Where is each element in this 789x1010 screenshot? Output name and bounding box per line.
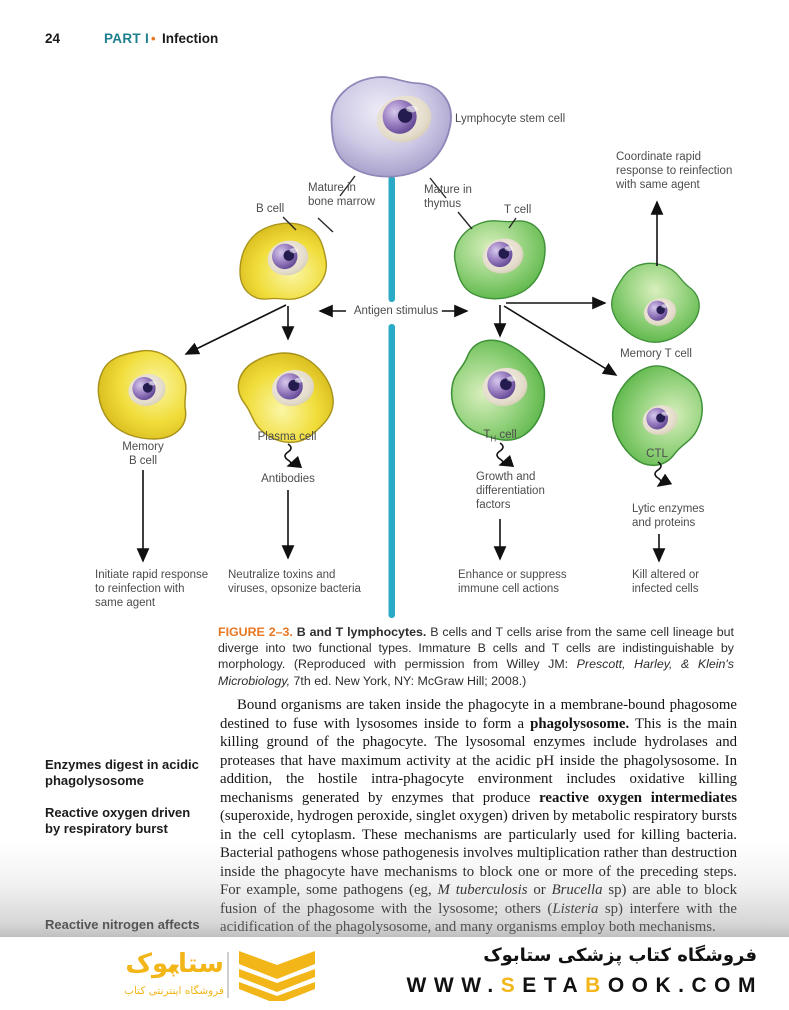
memory-t-cell xyxy=(596,247,711,362)
divider-line-top xyxy=(388,176,395,302)
t-cell xyxy=(453,220,546,300)
b-cell xyxy=(239,222,328,300)
logo-subtitle: فروشگاه اینترنتی کتاب xyxy=(124,985,224,997)
margin-note-reactive-nitrogen: Reactive nitrogen affects xyxy=(45,917,200,932)
label-th-cell: TH cell xyxy=(483,429,517,444)
label-antigen-stimulus: Antigen stimulus xyxy=(349,304,443,319)
setabook-logo: ستابوک « فروشگاه اینترنتی کتاب xyxy=(75,949,320,1001)
logo-wordmark: ستابوک xyxy=(125,949,224,979)
page-number: 24 xyxy=(45,31,61,46)
label-mature-bone-marrow: Mature in bone marrow xyxy=(308,182,376,209)
squiggle-arrows xyxy=(284,442,673,487)
label-mature-thymus: Mature in thymus xyxy=(424,184,472,211)
divider-line-bottom xyxy=(388,324,395,618)
label-growth-factors: Growth and differentiation factors xyxy=(476,471,545,512)
label-memory-t-cell: Memory T cell xyxy=(620,348,692,360)
part-label: PART I xyxy=(104,31,150,46)
label-memory-b-cell: Memory B cell xyxy=(122,441,164,468)
bullet-separator-icon: • xyxy=(151,31,156,46)
stem-cell xyxy=(321,67,458,188)
label-neutralize-toxins: Neutralize toxins and viruses, opsonize … xyxy=(228,569,361,596)
margin-note-reactive-oxygen: Reactive oxygen driven by respiratory bu… xyxy=(45,805,191,837)
label-b-cell: B cell xyxy=(256,203,285,215)
memory-b-cell xyxy=(97,349,187,440)
label-coordinate-response: Coordinate rapid response to reinfection… xyxy=(616,151,733,192)
footer-banner: فروشگاه کتاب پزشکی ستابوک WWW.SETABOOK.C… xyxy=(0,937,789,1010)
footer-url: WWW.SETABOOK.COM xyxy=(406,974,763,997)
diagram-graphics xyxy=(97,67,720,618)
label-plasma-cell: Plasma cell xyxy=(257,431,317,443)
figure-caption: FIGURE 2–3. B and T lymphocytes. B cells… xyxy=(218,625,734,688)
label-t-cell: T cell xyxy=(504,204,532,216)
label-ctl: CTL xyxy=(646,448,668,460)
label-enhance-suppress: Enhance or suppress immune cell actions xyxy=(458,569,567,596)
diagram-arrows xyxy=(136,200,666,563)
chevron-logo-icon xyxy=(239,951,315,1001)
page-header: 24 PART I • Infection xyxy=(0,31,789,51)
label-stem-cell: Lymphocyte stem cell xyxy=(455,113,566,125)
lymphocyte-diagram: Lymphocyte stem cell Mature in bone marr… xyxy=(95,67,733,618)
label-antibodies: Antibodies xyxy=(261,473,315,485)
margin-note-enzymes: Enzymes digest in acidic phagolysosome xyxy=(45,757,199,789)
label-initiate-response: Initiate rapid response to reinfection w… xyxy=(95,569,209,610)
logo-guillemet-icon: « xyxy=(167,955,180,980)
footer-store-title: فروشگاه کتاب پزشکی ستابوک xyxy=(483,945,757,966)
leader-lines xyxy=(282,175,517,233)
body-paragraph-1: Bound organisms are taken inside the pha… xyxy=(220,697,737,935)
label-kill-infected: Kill altered or infected cells xyxy=(632,569,700,596)
logo-divider xyxy=(227,952,229,998)
label-lytic-enzymes: Lytic enzymes and proteins xyxy=(632,503,705,530)
section-label: Infection xyxy=(162,31,219,46)
